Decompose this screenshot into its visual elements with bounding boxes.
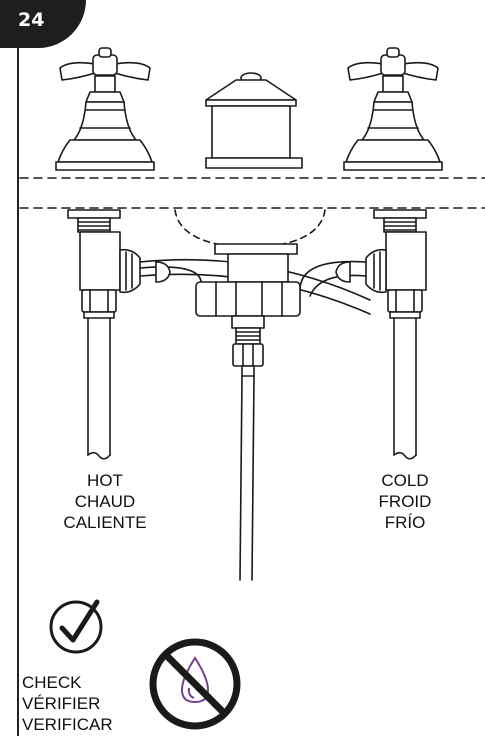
step-number: 24 — [18, 9, 45, 31]
spout-base — [205, 72, 303, 169]
hot-label-es: CALIENTE — [63, 513, 147, 532]
cold-label-en: COLD — [381, 471, 429, 490]
hot-label-fr: CHAUD — [74, 492, 136, 511]
check-label-es: VERIFICAR — [22, 715, 113, 734]
tee-connector — [195, 243, 301, 377]
cold-label: COLD FROID FRÍO — [345, 470, 465, 533]
no-water-drop-icon — [149, 638, 241, 730]
cold-handle — [343, 47, 443, 171]
check-circle-icon — [49, 599, 103, 654]
hot-label-en: HOT — [87, 471, 123, 490]
check-label-en: CHECK — [22, 673, 82, 692]
hot-label: HOT CHAUD CALIENTE — [35, 470, 175, 533]
cold-label-fr: FROID — [378, 492, 432, 511]
hot-valve — [67, 209, 141, 319]
check-label-fr: VÉRIFIER — [22, 694, 101, 713]
sink-bowl — [174, 209, 326, 249]
step-badge: 24 — [0, 0, 86, 48]
spout-hose — [239, 375, 255, 581]
cold-valve — [365, 209, 427, 319]
panel-border — [17, 44, 19, 736]
supply-pipes — [87, 317, 417, 460]
cold-label-es: FRÍO — [384, 513, 426, 532]
check-label: CHECK VÉRIFIER VERIFICAR — [22, 672, 132, 735]
hot-handle — [55, 47, 155, 171]
